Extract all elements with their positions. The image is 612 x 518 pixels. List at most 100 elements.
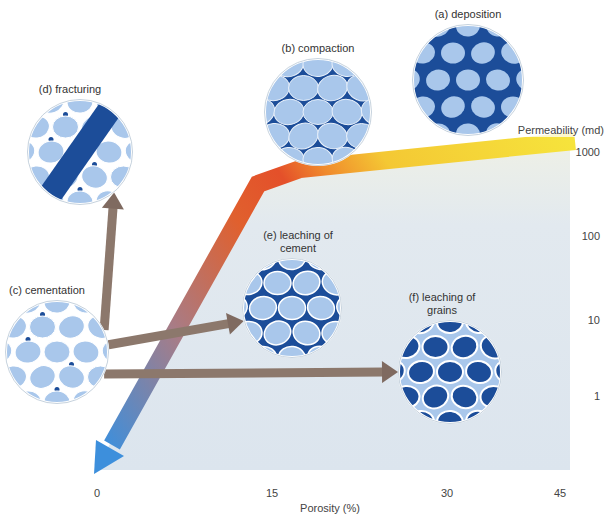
circle-outline [265,59,372,166]
grain [468,93,497,120]
grain [5,388,15,404]
grain [264,272,291,295]
axis-label: 45 [554,487,566,500]
grain [513,24,524,40]
grain [465,320,493,334]
grain [247,294,278,322]
grain [423,336,449,358]
grain [398,408,408,424]
grain [361,148,372,167]
axis-label: 15 [266,487,278,500]
axis-label: 100 [582,230,600,243]
axis-label: 1 [594,390,600,403]
grain [419,382,452,413]
stage-label: (e) leaching of cement [258,229,338,255]
grain [405,320,437,336]
circle-rim [6,301,108,403]
grain [70,388,102,404]
grain [468,39,497,66]
circle-outline [413,25,524,136]
grain [125,191,133,205]
circle-rim [28,100,132,204]
grain [492,320,502,336]
grain [485,24,511,38]
sample-circle: (a) deposition [412,8,524,136]
chart-region [95,143,570,470]
stage-label: (b) compaction [282,42,355,55]
grain [264,58,275,77]
grain [44,341,70,363]
pore-fill [242,258,342,358]
grain [27,99,35,113]
grain [337,347,343,359]
grain-texture [242,258,342,358]
grain [412,120,423,136]
grain [398,320,405,333]
grain [407,410,435,424]
grain [14,390,42,404]
grain [27,188,38,205]
grain [424,67,452,93]
grain [122,99,133,116]
process-arrow [104,361,398,383]
arrow-shaft [109,323,230,344]
grain-circle [412,24,524,136]
grain [102,391,109,404]
sample-circle: (f) leaching of grains [398,291,502,424]
grain [334,258,342,273]
grain-texture [264,58,372,166]
grain-texture [398,320,502,424]
sample-circle: (c) cementation [5,284,109,404]
sample-circle: (e) leaching of cement [242,229,342,358]
grain [305,294,336,322]
circle-rim [265,59,371,165]
grain [441,43,465,64]
grain [305,343,338,358]
grain [260,317,294,349]
grain-circle [398,320,502,424]
grain [484,67,512,93]
grain [53,116,79,138]
grain [264,143,278,166]
grain [26,362,59,393]
grain [438,93,468,122]
circle-outline [243,259,342,358]
grain-texture [412,24,524,136]
grain [456,70,480,91]
grain [483,120,512,136]
axis-label: 0 [94,487,100,500]
axis-label: Permeability (md) [516,124,606,137]
grain [247,258,280,273]
grain [406,359,436,386]
grain [464,359,494,386]
grain [423,24,452,40]
grain [501,97,524,118]
arrowhead [226,313,244,335]
grain [242,343,250,358]
circle-outline [399,321,502,424]
arrow-shaft [104,207,113,330]
circle-outline [6,301,109,404]
grain [358,58,372,81]
sample-circle: (d) fracturing [27,83,133,205]
process-arrow [109,313,244,345]
grain-texture [5,300,109,404]
grain [303,100,333,125]
pore-fill [398,320,502,424]
circle-rim [413,25,523,135]
grain [56,313,88,342]
grain [330,97,365,128]
grain-circle [5,300,109,404]
fracture [27,99,133,205]
circle-rim [243,259,341,357]
grain [289,76,319,101]
grain [495,411,502,424]
stage-label: (d) fracturing [39,83,102,96]
grain [30,316,56,338]
axis-label: Porosity (%) [300,502,360,515]
grain-circle [242,258,342,358]
grain [290,318,323,348]
pore-fill [5,300,109,404]
grain-circle [27,99,133,205]
axis-label: 1000 [576,146,600,159]
